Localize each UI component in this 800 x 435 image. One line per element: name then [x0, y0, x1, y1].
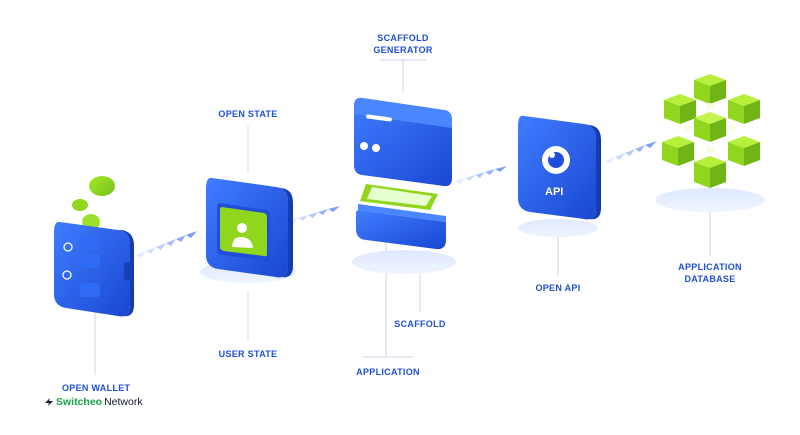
connector-openstate-to-scaffold — [288, 206, 340, 224]
scaffold-node — [352, 97, 456, 274]
label-open-wallet: OPEN WALLET — [62, 383, 131, 393]
label-scaffold-generator-line1: SCAFFOLD — [377, 33, 429, 43]
label-application-database: APPLICATION DATABASE — [670, 261, 750, 285]
api-text: API — [545, 186, 563, 198]
connector-api-to-database — [605, 141, 657, 164]
label-scaffold-generator-line2: GENERATOR — [373, 45, 433, 55]
application-database-node — [655, 74, 765, 212]
brand-name-network: Network — [104, 396, 143, 408]
open-wallet-node — [54, 176, 135, 317]
label-application-database-line2: DATABASE — [684, 274, 736, 284]
coin-icon — [89, 176, 115, 196]
user-icon — [232, 223, 253, 248]
label-scaffold: SCAFFOLD — [394, 319, 446, 329]
connector-wallet-to-openstate — [136, 231, 197, 258]
connector-scaffold-to-api — [455, 166, 507, 184]
label-open-api: OPEN API — [535, 283, 581, 293]
user-state-node — [200, 177, 296, 283]
label-user-state: USER STATE — [218, 349, 278, 359]
api-logo-icon — [542, 146, 570, 174]
label-application-database-line1: APPLICATION — [678, 262, 742, 272]
switcheo-logo-icon — [45, 398, 53, 406]
coin-icon — [72, 199, 88, 211]
label-application: APPLICATION — [356, 367, 420, 377]
brand-name-switcheo: Switcheo — [56, 396, 103, 408]
cube-cluster-icon — [662, 74, 760, 188]
label-open-state: OPEN STATE — [218, 109, 278, 119]
open-api-node: API — [518, 115, 601, 237]
label-scaffold-generator: SCAFFOLD GENERATOR — [365, 32, 441, 56]
